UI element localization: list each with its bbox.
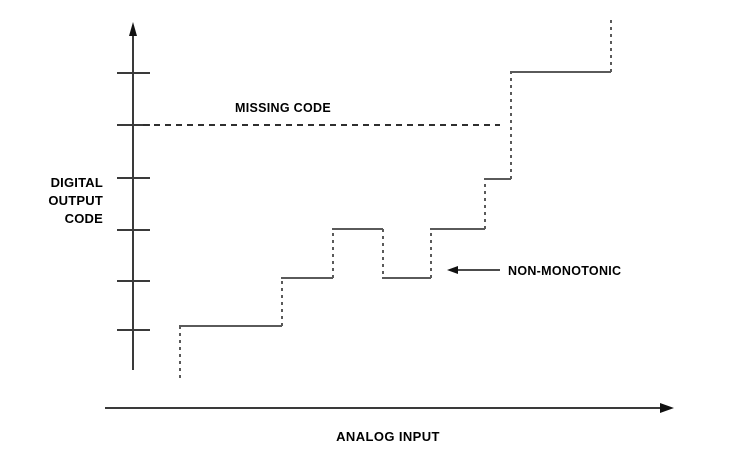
non-monotonic-arrowhead (447, 266, 458, 274)
x-axis-arrowhead (660, 403, 674, 413)
missing-code-label: MISSING CODE (235, 101, 331, 115)
y-axis-title-line-1: DIGITAL (51, 175, 103, 190)
x-axis-group: ANALOG INPUT (105, 403, 674, 444)
missing-code-annotation: MISSING CODE (143, 101, 500, 126)
y-axis-arrowhead (129, 22, 137, 36)
transfer-curve-staircase (179, 20, 612, 378)
y-axis-title-line-3: CODE (65, 211, 103, 226)
y-axis-title: DIGITAL OUTPUT CODE (48, 175, 103, 226)
non-monotonic-label: NON-MONOTONIC (508, 264, 621, 278)
x-axis-title: ANALOG INPUT (336, 429, 440, 444)
y-axis-group (117, 22, 150, 370)
y-axis-title-line-2: OUTPUT (48, 193, 103, 208)
non-monotonic-annotation: NON-MONOTONIC (447, 264, 621, 278)
